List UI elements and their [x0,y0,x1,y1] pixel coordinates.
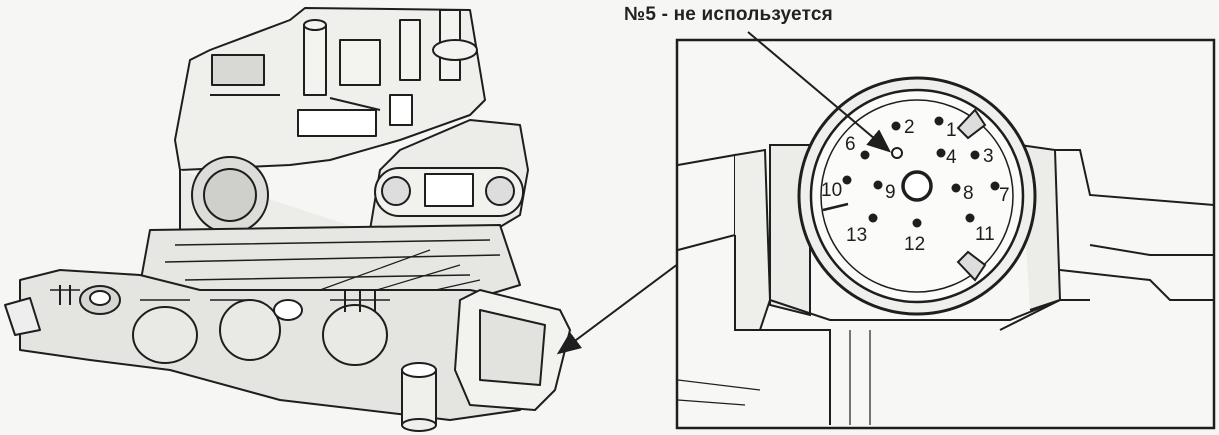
pin-8-label: 8 [963,183,974,204]
pin-8-dot [951,183,961,193]
pin-4-dot [936,148,946,158]
unused-pin-caption: №5 - не используется [624,4,833,25]
pin-10-dot [842,175,852,185]
pin-2-dot [891,121,901,131]
pin-6-dot [860,150,870,160]
pin-11-dot [965,213,975,223]
pin-12-label: 12 [904,234,925,255]
pin-9-label: 9 [885,182,896,203]
pin-3-label: 3 [983,146,994,167]
pin-labels: 1 2 3 4 6 7 8 9 10 11 12 13 [821,117,1010,255]
pin-1-dot [934,116,944,126]
pin-9-dot [873,180,883,190]
pin-12-dot [912,218,922,228]
pin-6-label: 6 [845,134,856,155]
connector-pins [842,116,1000,228]
pin-13-dot [868,213,878,223]
pin-5-unused-dot [891,147,903,159]
pin-2-label: 2 [904,117,915,138]
pin-7-dot [990,181,1000,191]
pin-4-label: 4 [946,147,957,168]
pin-3-dot [970,150,980,160]
pin-10-label: 10 [821,180,842,201]
valve-body-assembly [4,7,571,432]
connector-closeup-panel [675,31,1216,430]
pin-11-label: 11 [975,224,995,245]
pin-7-label: 7 [999,185,1010,206]
pin-1-label: 1 [946,120,957,141]
pin-13-label: 13 [846,225,867,246]
pointer-arrow [556,254,691,355]
